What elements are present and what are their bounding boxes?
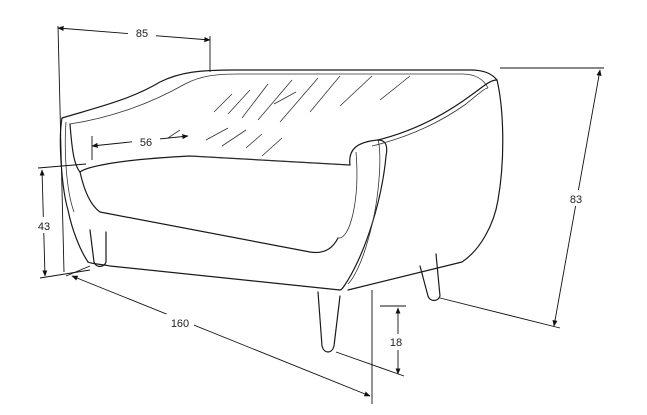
- backrest-inner-edge: [69, 73, 489, 125]
- leg-back-right: [419, 253, 441, 302]
- left-arm-inner: [69, 123, 81, 173]
- seat-height-ext-bottom: [39, 269, 91, 279]
- seat-back-line: [189, 155, 351, 166]
- left-arm-piping: [64, 121, 75, 213]
- right-arm-front-inner: [337, 151, 358, 239]
- width-ext-left: [57, 25, 65, 273]
- length-ext-left: [65, 265, 91, 277]
- dimension-seat-height: 43: [34, 163, 91, 279]
- base-front: [87, 261, 341, 291]
- width-label: 85: [136, 28, 148, 40]
- left-arm-outer: [59, 117, 89, 263]
- leg-front-right: [317, 291, 341, 353]
- dimension-width: 85: [57, 24, 211, 273]
- sofa-outline: [59, 69, 504, 291]
- leg-height-ext-bottom: [335, 351, 405, 377]
- seat-depth-label: 56: [140, 137, 152, 149]
- right-arm-top-inner: [371, 87, 489, 147]
- seat-top-front: [79, 155, 351, 173]
- dimension-seat-depth: 56: [91, 134, 189, 160]
- backrest-shading: [167, 75, 411, 157]
- dimension-leg-height: 18: [335, 305, 406, 377]
- seat-front-lower: [79, 171, 339, 254]
- leg-front-left: [89, 229, 107, 268]
- right-arm-piping: [347, 139, 381, 285]
- seat-height-label: 43: [38, 221, 50, 233]
- sofa-legs: [89, 229, 441, 353]
- backrest-top: [61, 69, 498, 119]
- height-ext-bottom: [439, 297, 561, 329]
- length-line: [71, 275, 371, 397]
- seat-height-ext-top: [37, 163, 87, 169]
- right-side-panel: [347, 79, 504, 291]
- dimension-height: 83: [439, 67, 604, 329]
- length-label: 160: [171, 318, 189, 330]
- leg-height-label: 18: [390, 337, 402, 349]
- height-label: 83: [570, 194, 582, 206]
- right-arm-top: [377, 79, 498, 141]
- dimension-length: 160: [65, 265, 373, 404]
